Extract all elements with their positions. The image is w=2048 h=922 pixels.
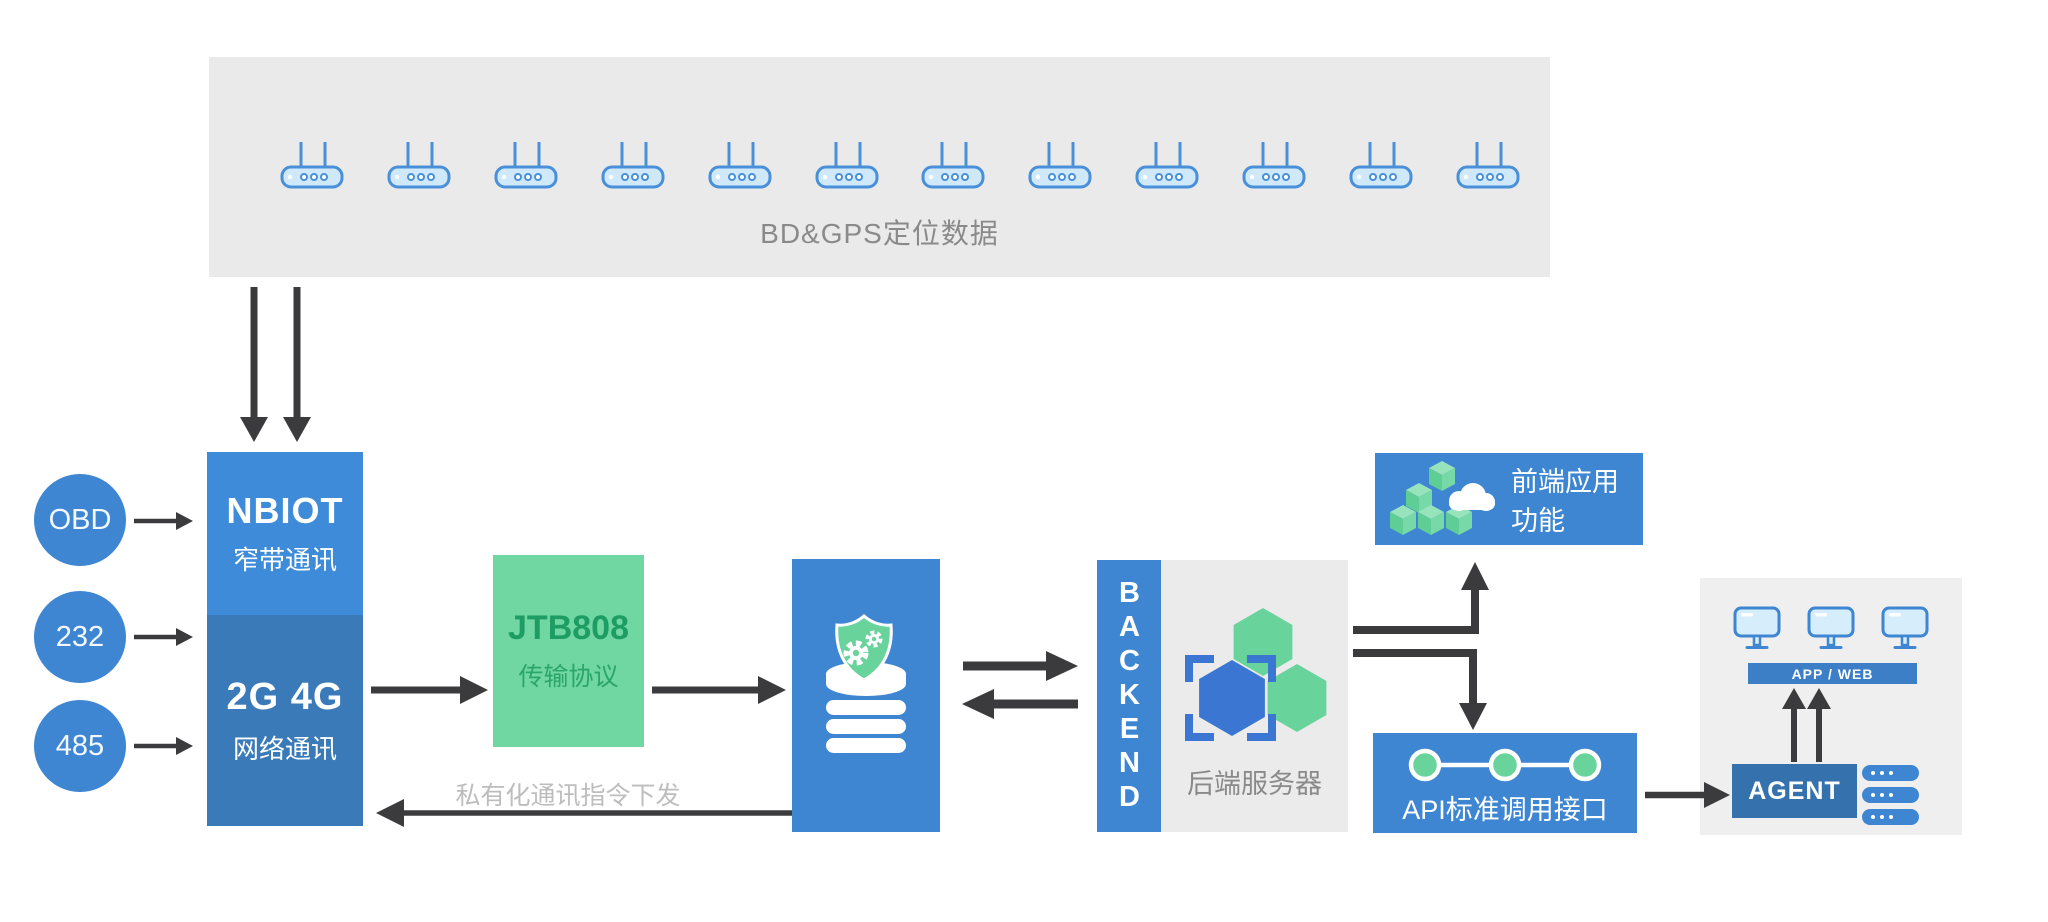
arrow-device-to-protocol: [371, 676, 488, 704]
router-icon: [494, 140, 558, 190]
server-stack: [1862, 765, 1919, 825]
protocol-subtitle: 传输协议: [518, 663, 619, 691]
router-icon: [1456, 140, 1520, 190]
arrow-obd-to-device: [134, 512, 193, 530]
backend-strip: BACKEND: [1097, 560, 1161, 832]
agent-label: AGENT: [1748, 776, 1841, 805]
router-icon: [815, 140, 879, 190]
obd-label: OBD: [48, 503, 112, 536]
gear-small-icon: [865, 630, 883, 648]
frontend-label: 前端应用功能: [1511, 467, 1619, 536]
monitor-icon: [1880, 606, 1932, 655]
nbiot-section: NBIOT 窄带通讯: [207, 452, 363, 615]
device-box: NBIOT 窄带通讯 2G 4G 网络通讯: [207, 452, 363, 826]
arrow-storage-to-backend: [963, 651, 1078, 681]
arrow-backend-to-frontend: [1353, 562, 1489, 634]
appweb-bar: APP / WEB: [1748, 663, 1917, 684]
cellular-subtitle: 网络通讯: [232, 733, 337, 764]
nbiot-subtitle: 窄带通讯: [232, 545, 337, 575]
arrow-gps-to-device-1: [240, 287, 268, 442]
485-label: 485: [55, 729, 105, 762]
hexagon-cluster-icon: [1185, 608, 1327, 741]
router-icon: [387, 140, 451, 190]
router-icon: [601, 140, 665, 190]
arrow-gps-to-device-2: [283, 287, 311, 442]
gear-icon: [843, 640, 869, 666]
cellular-section: 2G 4G 网络通讯: [207, 615, 363, 826]
router-icon: [1349, 140, 1413, 190]
appweb-label: APP / WEB: [1791, 665, 1874, 682]
nbiot-title: NBIOT: [226, 490, 344, 531]
frontend-box: 前端应用功能: [1375, 453, 1643, 545]
agent-box: AGENT: [1732, 764, 1857, 818]
arrow-backend-to-api: [1353, 649, 1487, 730]
shield-database-icon: [826, 614, 906, 753]
protocol-title: JTB808: [508, 609, 629, 647]
router-icon: [708, 140, 772, 190]
router-icon: [1028, 140, 1092, 190]
server-icon: [1862, 765, 1919, 781]
router-icon: [1242, 140, 1306, 190]
cellular-title: 2G 4G: [226, 675, 344, 718]
input-circle-obd: OBD: [34, 474, 126, 566]
input-circle-232: 232: [34, 591, 126, 683]
server-icon: [1862, 787, 1919, 803]
monitor-icon: [1732, 606, 1784, 655]
api-box: API标准调用接口: [1373, 733, 1637, 833]
monitor-icon: [1806, 606, 1858, 655]
backend-vertical-label: BACKEND: [1113, 577, 1146, 815]
gps-devices-panel: BD&GPS定位数据: [209, 57, 1550, 277]
router-row: [280, 140, 1520, 192]
downlink-label: 私有化通讯指令下发: [455, 782, 681, 810]
router-icon: [921, 140, 985, 190]
cubes-cloud-icon: [1390, 461, 1495, 535]
monitor-row: [1732, 606, 1932, 655]
backend-caption: 后端服务器: [1187, 769, 1322, 799]
protocol-box: JTB808 传输协议: [493, 555, 644, 747]
input-circle-485: 485: [34, 700, 126, 792]
gps-data-label: BD&GPS定位数据: [760, 218, 999, 249]
arrow-232-to-device: [134, 628, 193, 646]
router-icon: [1135, 140, 1199, 190]
232-label: 232: [55, 620, 105, 653]
api-label: API标准调用接口: [1402, 795, 1608, 825]
arrow-backend-to-storage: [962, 689, 1078, 719]
cloud-icon: [1449, 483, 1495, 511]
router-icon: [280, 140, 344, 190]
arrow-protocol-to-storage: [652, 676, 786, 704]
api-timeline-icon: [1408, 748, 1602, 782]
arrow-485-to-device: [134, 737, 193, 755]
server-icon: [1862, 809, 1919, 825]
